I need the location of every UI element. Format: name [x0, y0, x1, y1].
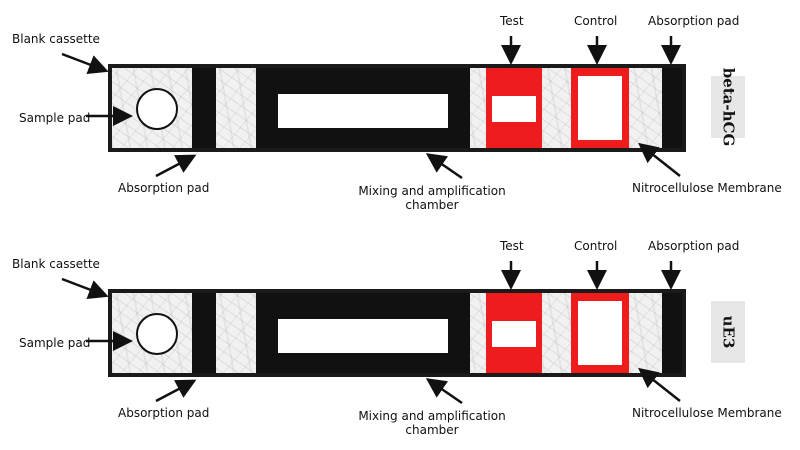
analyte-tag: uE3: [711, 301, 745, 363]
absorption-pad-left: [192, 293, 216, 373]
label-absorption-pad-top: Absorption pad: [648, 239, 740, 253]
cassette-panel-2: Blank cassette Sample pad Absorption pad…: [0, 225, 800, 450]
label-blank-cassette: Blank cassette: [12, 257, 100, 271]
label-test: Test: [500, 14, 524, 28]
callout-arrows: [61, 261, 681, 405]
control-band: [571, 68, 629, 148]
test-band: [486, 68, 542, 148]
test-strip: [108, 289, 686, 377]
control-band: [571, 293, 629, 373]
label-absorption-pad-bottom: Absorption pad: [118, 181, 210, 195]
arrow-mixing-chamber: [425, 153, 463, 180]
arrow-blank-cassette: [61, 52, 109, 75]
mixing-chamber-window: [278, 319, 448, 353]
absorption-pad-left: [192, 68, 216, 148]
arrow-absorption-pad-bottom: [155, 154, 197, 178]
cassette-panel-1: Blank cassette Sample pad Absorption pad…: [12, 14, 782, 212]
arrow-absorption-pad-bottom: [155, 379, 197, 403]
label-absorption-pad-top: Absorption pad: [648, 14, 740, 28]
analyte-tag: beta-hCG: [711, 68, 745, 146]
label-mixing-chamber: Mixing and amplification chamber: [358, 409, 506, 437]
arrow-mixing-chamber: [425, 378, 463, 405]
control-window: [578, 301, 622, 365]
label-sample-pad: Sample pad: [19, 336, 91, 350]
absorption-pad-right: [662, 293, 682, 373]
label-absorption-pad-bottom: Absorption pad: [118, 406, 210, 420]
sample-well: [136, 88, 178, 130]
label-test: Test: [500, 239, 524, 253]
label-nitrocellulose: Nitrocellulose Membrane: [632, 181, 782, 195]
mixing-chamber: [256, 68, 470, 148]
sample-well: [136, 313, 178, 355]
absorption-pad-right: [662, 68, 682, 148]
label-sample-pad: Sample pad: [19, 111, 91, 125]
callout-arrows: [61, 36, 681, 180]
arrow-nitrocellulose: [638, 367, 681, 402]
label-mixing-chamber: Mixing and amplification chamber: [358, 184, 506, 212]
arrow-blank-cassette: [61, 277, 109, 300]
test-window: [492, 321, 536, 347]
label-blank-cassette: Blank cassette: [12, 32, 100, 46]
test-window: [492, 96, 536, 122]
mixing-chamber: [256, 293, 470, 373]
arrow-nitrocellulose: [638, 142, 681, 177]
test-band: [486, 293, 542, 373]
label-control: Control: [574, 239, 618, 253]
control-window: [578, 76, 622, 140]
test-strip: [108, 64, 686, 152]
label-nitrocellulose: Nitrocellulose Membrane: [632, 406, 782, 420]
label-control: Control: [574, 14, 618, 28]
mixing-chamber-window: [278, 94, 448, 128]
